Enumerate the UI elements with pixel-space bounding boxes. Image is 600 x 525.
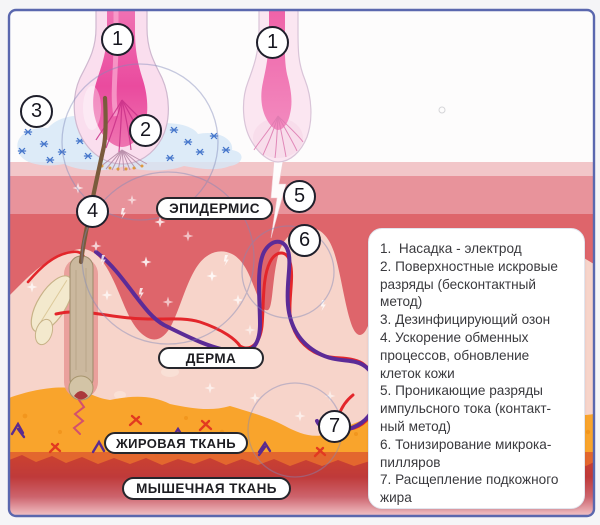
legend-line: импульсного тока (контакт- bbox=[380, 401, 552, 417]
legend-line: 2. Поверхностные искровые bbox=[380, 258, 558, 274]
callout-circles bbox=[61, 63, 343, 478]
legend-line: клеток кожи bbox=[380, 365, 455, 381]
legend-line: разряды (бесконтактный bbox=[380, 276, 536, 292]
label-dermis: ДЕРМА bbox=[158, 347, 264, 369]
current-bolt bbox=[270, 160, 287, 239]
legend-line: пилляров bbox=[380, 454, 441, 470]
legend-line: 1. Насадка - электрод bbox=[380, 241, 522, 256]
legend-line: жира bbox=[380, 490, 412, 506]
marker-6: 6 bbox=[288, 224, 321, 257]
marker-5: 5 bbox=[283, 180, 316, 213]
electrode-right-filaments bbox=[253, 115, 304, 159]
legend-line: 5. Проникающие разряды bbox=[380, 383, 543, 399]
label-muscle-tissue: МЫШЕЧНАЯ ТКАНЬ bbox=[122, 477, 291, 500]
paper-smudge bbox=[438, 106, 446, 114]
marker-2: 2 bbox=[129, 114, 162, 147]
label-fat-tissue: ЖИРОВАЯ ТКАНЬ bbox=[104, 432, 248, 454]
marker-7: 7 bbox=[318, 410, 351, 443]
legend-line: 7. Расщепление подкожного bbox=[380, 472, 559, 488]
hair-follicle bbox=[68, 255, 94, 435]
legend-line: 6. Тонизирование микрока- bbox=[380, 436, 552, 452]
electrode-left-bristles bbox=[99, 149, 148, 172]
legend-line: метод) bbox=[380, 294, 423, 310]
legend-line: 4. Ускорение обменных bbox=[380, 329, 529, 345]
frame-border bbox=[7, 8, 596, 518]
legend-panel: 1. Насадка - электрод 2. Поверхностные и… bbox=[368, 228, 585, 509]
legend-line: 3. Дезинфицирующий озон bbox=[380, 312, 551, 328]
legend-line: ный метод) bbox=[380, 418, 451, 434]
marker-4: 4 bbox=[76, 195, 109, 228]
hair-shaft bbox=[78, 95, 108, 265]
follicle-capillary bbox=[72, 399, 86, 435]
label-epidermis: ЭПИДЕРМИС bbox=[156, 197, 273, 220]
marker-1-right: 1 bbox=[256, 26, 289, 59]
marker-3: 3 bbox=[20, 95, 53, 128]
marker-1-left: 1 bbox=[101, 23, 134, 56]
legend-line: процессов, обновление bbox=[380, 347, 530, 363]
